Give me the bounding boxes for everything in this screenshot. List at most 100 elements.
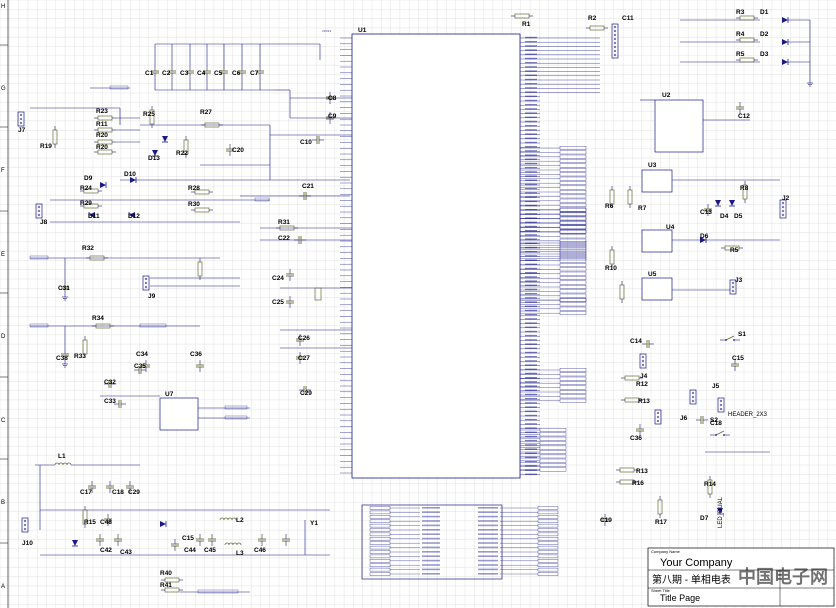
connector[interactable]: J2 bbox=[779, 195, 790, 219]
capacitor[interactable]: C13 bbox=[700, 204, 712, 216]
diode[interactable] bbox=[782, 17, 789, 23]
inductor[interactable]: L1 bbox=[54, 453, 72, 466]
connector[interactable]: J8 bbox=[35, 203, 48, 226]
capacitor[interactable]: C22 bbox=[278, 235, 306, 244]
connector[interactable]: J10 bbox=[21, 517, 33, 547]
capacitor[interactable]: C32 bbox=[104, 379, 116, 388]
resistor[interactable]: R30 bbox=[188, 201, 213, 213]
capacitor[interactable]: C31 bbox=[58, 282, 70, 294]
connector[interactable]: J4 bbox=[639, 353, 648, 380]
capacitor[interactable]: C6 bbox=[232, 66, 246, 78]
resistor[interactable]: R24 bbox=[80, 185, 102, 194]
capacitor[interactable]: C36 bbox=[190, 351, 204, 372]
capacitor[interactable]: C27 bbox=[296, 352, 310, 364]
resistor[interactable]: R11 bbox=[94, 121, 116, 133]
resistor[interactable]: R23 bbox=[94, 108, 116, 121]
capacitor[interactable]: C12 bbox=[736, 102, 750, 120]
connector[interactable]: J3 bbox=[729, 277, 743, 295]
capacitor[interactable]: C15 bbox=[731, 355, 744, 371]
capacitor[interactable]: C1 bbox=[145, 66, 159, 78]
connector[interactable]: C11 bbox=[611, 15, 634, 59]
resistor[interactable]: R3 bbox=[736, 9, 758, 21]
capacitor[interactable]: C9 bbox=[326, 112, 337, 124]
resistor[interactable]: R17 bbox=[655, 496, 667, 526]
resistor[interactable]: R31 bbox=[276, 219, 298, 231]
capacitor[interactable]: C25 bbox=[272, 296, 294, 308]
diode[interactable] bbox=[160, 521, 167, 527]
resistor[interactable]: R13 bbox=[616, 467, 648, 475]
capacitor[interactable]: C29 bbox=[126, 481, 140, 496]
diode[interactable]: D4 bbox=[715, 200, 729, 220]
ic-u7[interactable]: U7 bbox=[159, 391, 199, 431]
resistor[interactable]: R33 bbox=[74, 336, 88, 360]
capacitor[interactable]: C4 bbox=[197, 66, 211, 78]
capacitor[interactable]: C3 bbox=[180, 66, 194, 78]
resistor[interactable]: R4 bbox=[736, 31, 758, 43]
capacitor[interactable]: C34 bbox=[136, 351, 150, 372]
resistor[interactable]: R20 bbox=[94, 132, 116, 145]
diode[interactable]: D5 bbox=[729, 200, 743, 220]
resistor[interactable] bbox=[197, 258, 203, 280]
diode[interactable]: D12 bbox=[128, 212, 140, 220]
capacitor[interactable]: C36 bbox=[630, 424, 644, 442]
resistor[interactable]: R20 bbox=[94, 144, 116, 155]
capacitor[interactable]: C18 bbox=[696, 416, 722, 427]
resistor[interactable]: R41 bbox=[160, 582, 183, 593]
capacitor[interactable]: C33 bbox=[104, 398, 126, 408]
ic-u4[interactable]: U4 bbox=[641, 224, 675, 253]
resistor[interactable]: R15 bbox=[82, 506, 96, 528]
resistor[interactable]: R12 bbox=[621, 375, 648, 388]
capacitor[interactable]: C29 bbox=[299, 386, 312, 397]
ic-u2[interactable]: U2 bbox=[654, 92, 704, 153]
diode[interactable]: D10 bbox=[124, 171, 137, 183]
capacitor[interactable]: C15 bbox=[171, 535, 194, 551]
capacitor[interactable]: C17 bbox=[80, 481, 96, 496]
inductor[interactable]: L2 bbox=[219, 517, 244, 524]
capacitor[interactable]: C10 bbox=[300, 136, 324, 146]
diode[interactable]: D13 bbox=[148, 150, 160, 162]
diode[interactable] bbox=[72, 540, 78, 547]
capacitor[interactable]: C18 bbox=[106, 481, 124, 496]
connector[interactable]: J5 bbox=[689, 383, 720, 405]
resistor[interactable]: R16 bbox=[616, 479, 644, 487]
switch[interactable]: S2 bbox=[710, 417, 730, 436]
resistor[interactable]: R25 bbox=[143, 106, 155, 128]
ic-u1[interactable]: U1 bbox=[340, 27, 540, 479]
ic-u3[interactable]: U3 bbox=[641, 162, 673, 193]
capacitor[interactable] bbox=[282, 534, 290, 546]
connector[interactable]: J7 bbox=[17, 111, 26, 134]
resistor[interactable]: R34 bbox=[92, 315, 114, 329]
connector[interactable]: J6 bbox=[654, 409, 688, 425]
capacitor[interactable]: C20 bbox=[226, 144, 244, 156]
connector[interactable]: J9 bbox=[142, 275, 156, 300]
resistor[interactable]: R19 bbox=[40, 126, 58, 150]
resistor[interactable]: R7 bbox=[627, 186, 647, 212]
capacitor[interactable]: C5 bbox=[214, 66, 228, 78]
capacitor[interactable]: C45 bbox=[204, 534, 216, 554]
capacitor[interactable]: C2 bbox=[162, 66, 176, 78]
capacitor[interactable]: C14 bbox=[630, 338, 654, 348]
capacitor[interactable]: C7 bbox=[250, 66, 264, 78]
diode[interactable]: D9 bbox=[84, 175, 107, 188]
capacitor[interactable]: C38 bbox=[56, 349, 69, 362]
diode[interactable]: D7 bbox=[700, 508, 723, 522]
capacitor[interactable]: C19 bbox=[600, 514, 612, 526]
capacitor[interactable]: C26 bbox=[296, 334, 310, 346]
resistor[interactable]: R32 bbox=[82, 245, 108, 261]
resistor[interactable]: R29 bbox=[80, 200, 102, 209]
resistor[interactable]: R5 bbox=[736, 51, 758, 63]
diode[interactable]: D11 bbox=[88, 212, 100, 220]
resistor[interactable]: R6 bbox=[605, 186, 615, 210]
capacitor[interactable]: C21 bbox=[299, 183, 314, 200]
switch[interactable]: S1 bbox=[720, 331, 746, 341]
ic-u5[interactable]: U5 bbox=[641, 271, 673, 301]
capacitor[interactable]: C8 bbox=[326, 92, 337, 104]
diode[interactable]: D6 bbox=[700, 233, 709, 243]
resistor[interactable]: R1 bbox=[511, 13, 533, 28]
resistor[interactable]: R40 bbox=[160, 570, 183, 583]
connector[interactable] bbox=[717, 397, 725, 413]
resistor[interactable]: R14 bbox=[704, 476, 716, 498]
diode[interactable] bbox=[782, 39, 789, 45]
resistor[interactable]: R5 bbox=[721, 245, 743, 254]
capacitor[interactable]: C48 bbox=[100, 514, 112, 526]
